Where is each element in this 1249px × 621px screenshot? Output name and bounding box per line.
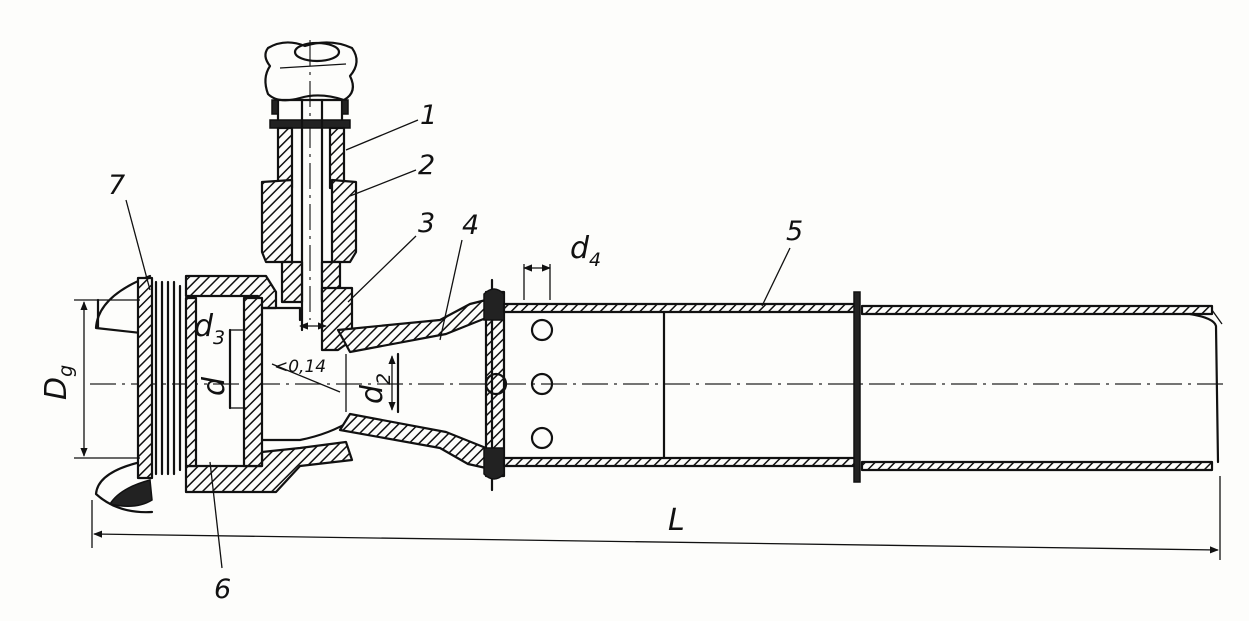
label-angle: <0,14: [274, 357, 326, 377]
dimension-Dg: [74, 299, 140, 459]
angle-indicator: [271, 363, 341, 393]
label-part-5: 5: [786, 216, 803, 247]
bolt-hole: [530, 426, 554, 450]
label-part-3: 3: [418, 208, 435, 239]
label-part-7: 7: [108, 170, 125, 201]
dimension-L: [91, 476, 1221, 560]
part-2-union-nut: [260, 178, 358, 304]
part-6-inlet-chamber: [184, 296, 246, 468]
part-5-discharge-pipe: [502, 291, 1223, 483]
label-part-4: 4: [462, 210, 479, 241]
leader-lines: [125, 119, 791, 569]
label-dim-d4: d4: [570, 231, 601, 271]
flange-joint: [483, 264, 554, 492]
label-dim-d3: d3: [194, 309, 225, 349]
part-7-coupling: [94, 274, 182, 514]
label-dim-Dg: Dg: [39, 365, 77, 400]
label-dim-d: d: [197, 376, 232, 396]
hose: [264, 41, 358, 102]
label-part-6: 6: [214, 574, 231, 605]
label-dim-L: L: [668, 503, 685, 538]
bolt-hole: [484, 372, 508, 396]
coupling-threads: [154, 280, 182, 476]
label-dim-d2: d2: [355, 373, 395, 404]
bolt-hole: [530, 372, 554, 396]
label-part-1: 1: [420, 100, 437, 131]
label-part-2: 2: [418, 150, 435, 181]
bolt-hole: [530, 318, 554, 342]
body-housing: [184, 274, 354, 494]
